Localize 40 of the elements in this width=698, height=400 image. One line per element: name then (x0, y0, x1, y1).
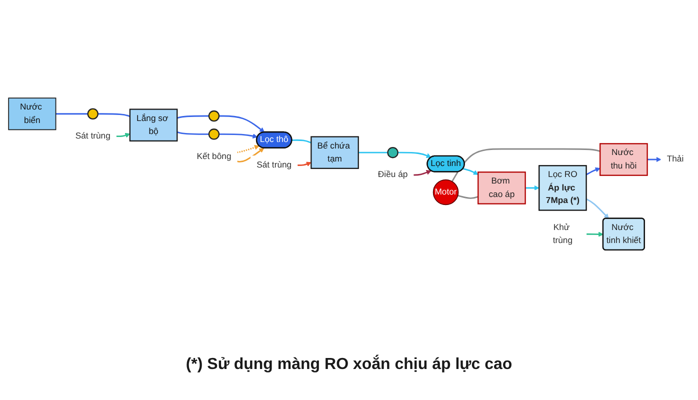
connector (458, 194, 478, 199)
connector (56, 113, 88, 115)
connector (176, 131, 209, 135)
arrow (586, 198, 610, 219)
arrow (586, 167, 600, 176)
node-text: Kết bông (196, 152, 232, 162)
connector (176, 115, 209, 119)
connector (98, 113, 130, 118)
node-circle (87, 108, 98, 120)
arrow (219, 115, 265, 133)
node-box: Bơm cao áp (478, 172, 526, 204)
arrow (413, 170, 432, 176)
arrow (236, 148, 264, 162)
arrow (398, 152, 432, 158)
caption: (*) Sử dụng màng RO xoắn chịu áp lực cao (186, 356, 512, 373)
connector (292, 139, 312, 144)
node-box: Lọc RO Áp lực 7Mpa (*) (538, 165, 587, 211)
node-circle (387, 146, 398, 158)
node-circle: Motor (432, 179, 459, 206)
arrow (297, 162, 312, 166)
connector (451, 148, 600, 182)
arrow (462, 168, 478, 175)
arrow (236, 144, 260, 154)
arrow (525, 185, 540, 190)
node-text: Sát trùng (256, 160, 292, 170)
arrow (116, 132, 130, 138)
node-box: Lắng sơ bộ (129, 108, 178, 142)
arrow (219, 133, 258, 139)
node-text: Sát trùng (75, 130, 110, 141)
connector (358, 152, 388, 154)
node-text: Điều áp (378, 170, 408, 180)
node-box: Nước biển (8, 98, 56, 130)
arrow (647, 156, 662, 162)
node-box: Nước thu hồi (600, 143, 648, 176)
node-text: Thải (666, 154, 684, 164)
node-circle (208, 110, 220, 122)
node-box: Bể chứa tạm (310, 136, 359, 169)
arrow (586, 232, 604, 237)
node-circle (208, 128, 220, 140)
node-text: Khử trùng (552, 222, 573, 246)
